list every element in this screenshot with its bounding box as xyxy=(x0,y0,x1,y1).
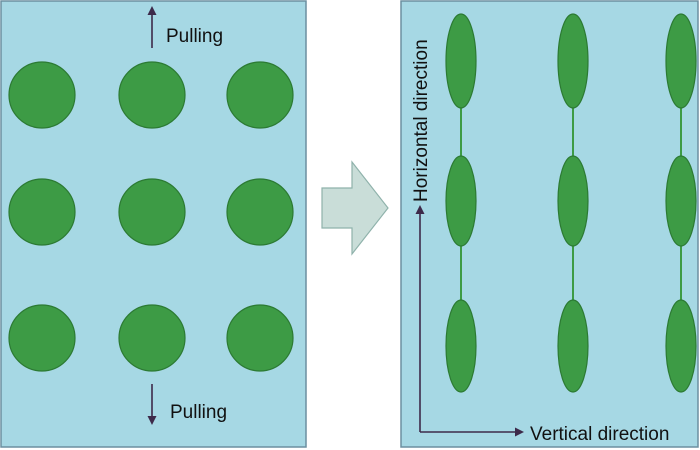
vertical-direction-label: Vertical direction xyxy=(530,424,669,445)
connector-lines xyxy=(460,108,682,300)
circle-dot xyxy=(118,61,186,129)
circle-grid xyxy=(8,61,294,372)
ellipse-dot xyxy=(557,13,589,109)
ellipse-dot xyxy=(557,155,589,247)
ellipse-dot xyxy=(445,299,477,393)
transition-arrow xyxy=(321,160,389,256)
circle-dot xyxy=(8,61,76,129)
pulling-bottom-label: Pulling xyxy=(170,402,227,423)
ellipse-dot xyxy=(665,299,697,393)
circle-dot xyxy=(226,304,294,372)
pulling-top-label: Pulling xyxy=(166,26,223,47)
pulling-down-arrow xyxy=(147,384,157,425)
ellipse-dot xyxy=(665,155,697,247)
pulling-up-arrow xyxy=(147,6,157,48)
ellipse-dot xyxy=(665,13,697,109)
ellipse-dot xyxy=(445,13,477,109)
ellipse-dot xyxy=(557,299,589,393)
circle-dot xyxy=(118,178,186,246)
axis-arrows xyxy=(415,205,524,437)
ellipse-dot xyxy=(445,155,477,247)
circle-dot xyxy=(8,304,76,372)
circle-dot xyxy=(226,178,294,246)
right-panel: Horizontal direction Vertical direction xyxy=(400,0,699,448)
circle-dot xyxy=(118,304,186,372)
horizontal-direction-label: Horizontal direction xyxy=(411,39,432,202)
left-panel: Pulling Pulling xyxy=(0,0,307,448)
ellipse-grid xyxy=(445,13,697,393)
circle-dot xyxy=(226,61,294,129)
circle-dot xyxy=(8,178,76,246)
